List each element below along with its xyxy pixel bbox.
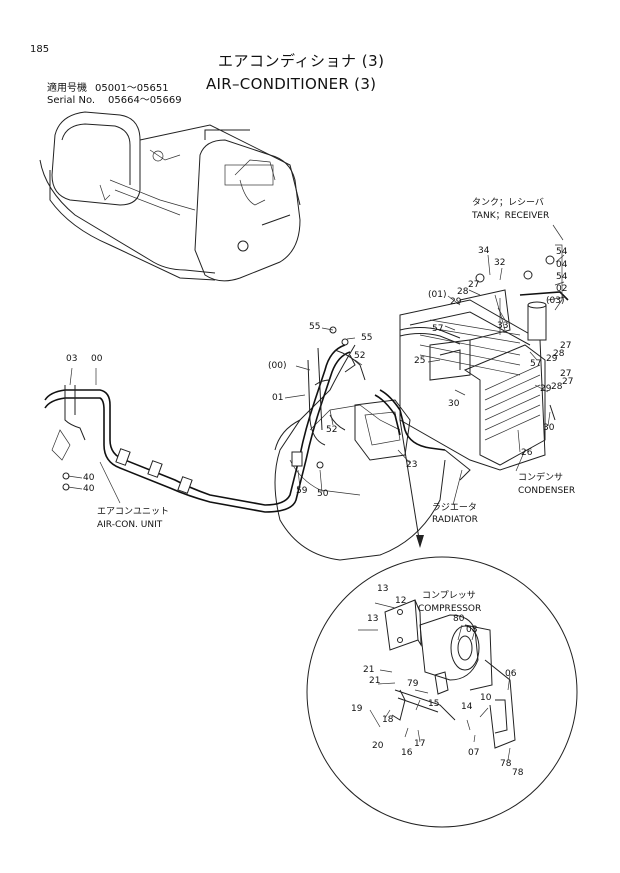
callout-32: 32 bbox=[494, 258, 506, 268]
page-number: 185 bbox=[30, 44, 50, 55]
hose-routing-drawing bbox=[44, 326, 461, 513]
callout-54: 54 bbox=[556, 272, 568, 282]
callout-00-ref: (00) bbox=[268, 361, 287, 371]
callout-55: 55 bbox=[309, 322, 321, 332]
callout-54: 54 bbox=[556, 247, 568, 257]
callout-40: 40 bbox=[83, 473, 95, 483]
callout-26: 26 bbox=[521, 448, 533, 458]
condenser-label-jp: コンデンサ bbox=[518, 473, 564, 483]
callout-28: 28 bbox=[551, 382, 563, 392]
radiator-label-en: RADIATOR bbox=[432, 515, 478, 525]
callout-33: 33 bbox=[497, 321, 509, 331]
callout-57: 57 bbox=[530, 359, 542, 369]
callout-13: 13 bbox=[377, 584, 389, 594]
serial-label: Serial No. bbox=[47, 95, 96, 106]
callout-27: 27 bbox=[560, 341, 572, 351]
tank-receiver-label-en: TANK；RECEIVER bbox=[472, 211, 550, 221]
callout-78: 78 bbox=[500, 759, 512, 769]
callout-52: 52 bbox=[354, 351, 366, 361]
callout-27: 27 bbox=[468, 280, 480, 290]
callout-79: 79 bbox=[407, 679, 419, 689]
compressor-label-en: COMPRESSOR bbox=[418, 604, 482, 614]
callout-78: 78 bbox=[512, 768, 524, 778]
callout-00: 00 bbox=[91, 354, 103, 364]
callout-80: 80 bbox=[453, 614, 465, 624]
callout-27: 27 bbox=[562, 377, 574, 387]
callout-55: 55 bbox=[361, 333, 373, 343]
applicability-label-jp: 適用号機 bbox=[47, 83, 87, 94]
condenser-label-en: CONDENSER bbox=[518, 486, 576, 496]
callout-21: 21 bbox=[363, 665, 375, 675]
serial-range: 05664～05669 bbox=[108, 95, 182, 106]
callout-10: 10 bbox=[480, 693, 492, 703]
callout-30: 30 bbox=[448, 399, 460, 409]
callout-19: 19 bbox=[351, 704, 363, 714]
callout-40: 40 bbox=[83, 484, 95, 494]
title-english: AIR–CONDITIONER (3) bbox=[206, 75, 377, 93]
leader-lines bbox=[67, 224, 567, 506]
aircon-unit-label-jp: エアコンユニット bbox=[97, 507, 170, 517]
engine-assembly-drawing bbox=[274, 244, 569, 561]
compressor-detail-view bbox=[306, 419, 578, 828]
callout-59: 59 bbox=[296, 486, 308, 496]
callout-06: 06 bbox=[505, 669, 517, 679]
callout-20: 20 bbox=[372, 741, 384, 751]
callout-17: 17 bbox=[414, 739, 426, 749]
radiator-label-jp: ラジエータ bbox=[432, 503, 477, 513]
callout-04: 04 bbox=[556, 260, 568, 270]
callout-18: 18 bbox=[382, 715, 394, 725]
compressor-label-jp: コンプレッサ bbox=[422, 591, 476, 601]
callout-08: 08 bbox=[466, 625, 478, 635]
callout-23: 23 bbox=[406, 460, 418, 470]
callout-34: 34 bbox=[478, 246, 490, 256]
title-japanese: エアコンディショナ (3) bbox=[218, 52, 385, 70]
applicability-range-jp: 05001～05651 bbox=[95, 83, 169, 94]
callout-57: 57 bbox=[432, 324, 444, 334]
machine-overview-drawing bbox=[39, 111, 301, 282]
callout-21: 21 bbox=[369, 676, 381, 686]
callout-52: 52 bbox=[326, 425, 338, 435]
callout-29: 29 bbox=[540, 384, 552, 394]
callout-01: 01 bbox=[272, 393, 284, 403]
callout-07: 07 bbox=[468, 748, 480, 758]
callout-12: 12 bbox=[395, 596, 407, 606]
callout-02: 02 bbox=[556, 284, 568, 294]
callout-28: 28 bbox=[457, 287, 469, 297]
callout-29: 29 bbox=[450, 297, 462, 307]
aircon-unit-label-en: AIR-CON. UNIT bbox=[97, 520, 163, 530]
callout-13: 13 bbox=[367, 614, 379, 624]
callout-03-ref: (03) bbox=[546, 296, 565, 306]
callout-01-ref: (01) bbox=[428, 290, 447, 300]
callout-50: 50 bbox=[317, 489, 329, 499]
callout-03: 03 bbox=[66, 354, 78, 364]
callout-30: 30 bbox=[543, 423, 555, 433]
callout-29: 29 bbox=[546, 354, 558, 364]
callout-27: 27 bbox=[560, 369, 572, 379]
tank-receiver-label-jp: タンク；レシーバ bbox=[472, 198, 544, 208]
callout-28: 28 bbox=[553, 349, 565, 359]
callout-16: 16 bbox=[401, 748, 413, 758]
callout-25: 25 bbox=[414, 356, 426, 366]
callout-14: 14 bbox=[461, 702, 473, 712]
callout-15: 15 bbox=[428, 699, 440, 709]
